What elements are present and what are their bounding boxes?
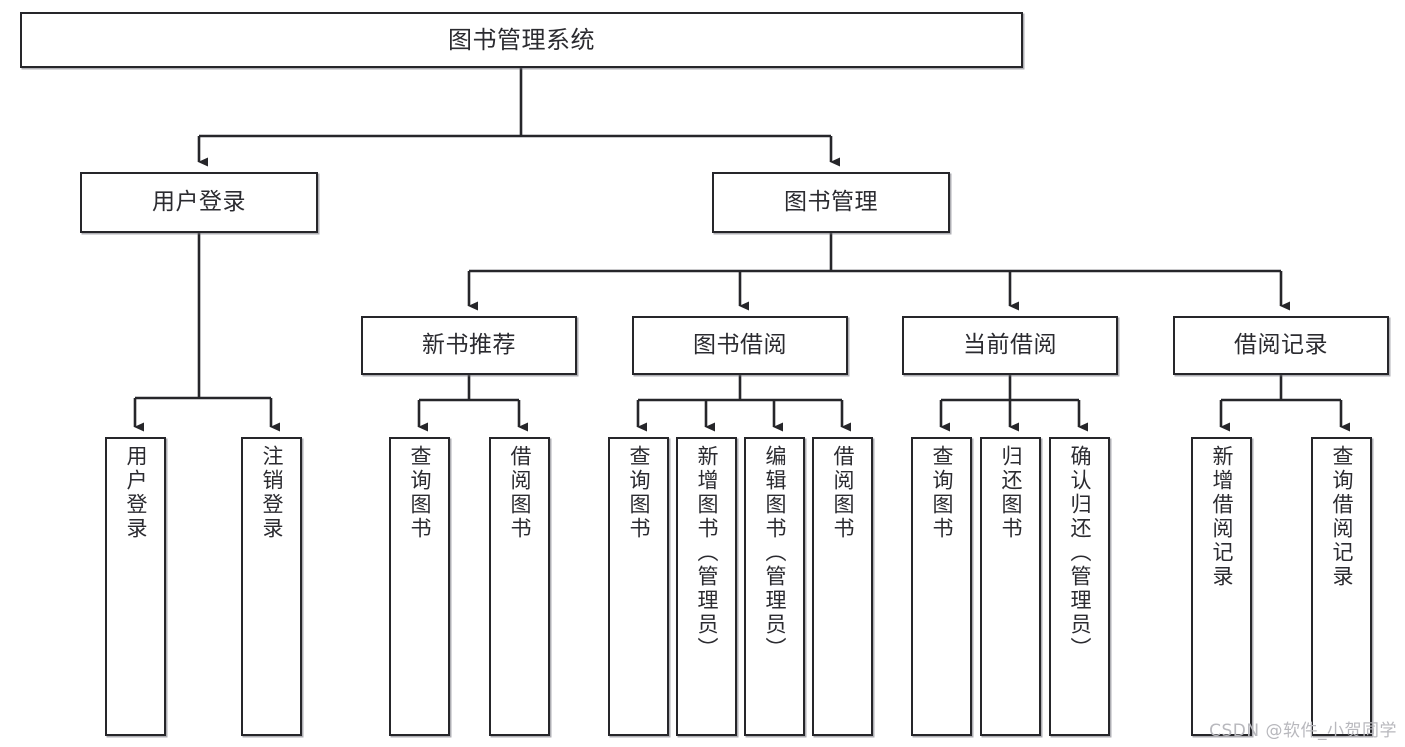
node-leaf-query-record-label: 查询借阅记录	[1330, 445, 1354, 589]
node-user-login-label: 用户登录	[152, 188, 246, 215]
node-leaf-borrow-book-1-label: 借阅图书	[508, 445, 532, 541]
node-leaf-user-login-label: 用户登录	[124, 445, 148, 541]
node-new-book-recommend[interactable]: 新书推荐	[361, 316, 577, 375]
node-book-borrow[interactable]: 图书借阅	[632, 316, 848, 375]
node-book-manage[interactable]: 图书管理	[712, 172, 950, 233]
node-current-borrow[interactable]: 当前借阅	[902, 316, 1118, 375]
node-leaf-borrow-book-1[interactable]: 借阅图书	[489, 437, 550, 736]
watermark-label: CSDN @软件_小贺同学	[1209, 721, 1397, 741]
node-borrow-record[interactable]: 借阅记录	[1173, 316, 1389, 375]
node-current-borrow-label: 当前借阅	[963, 331, 1057, 358]
node-leaf-logout-login[interactable]: 注销登录	[241, 437, 302, 736]
node-leaf-query-book-1-label: 查询图书	[408, 445, 432, 541]
node-leaf-query-record[interactable]: 查询借阅记录	[1311, 437, 1372, 736]
node-leaf-query-book-3-label: 查询图书	[930, 445, 954, 541]
node-leaf-logout-login-label: 注销登录	[260, 445, 284, 541]
node-leaf-query-book-2-label: 查询图书	[627, 445, 651, 541]
node-leaf-query-book-2[interactable]: 查询图书	[608, 437, 669, 736]
node-leaf-add-book-label: 新增图书（管理员）	[695, 445, 719, 661]
node-leaf-borrow-book-2[interactable]: 借阅图书	[812, 437, 873, 736]
node-book-borrow-label: 图书借阅	[693, 331, 787, 358]
node-leaf-add-book[interactable]: 新增图书（管理员）	[676, 437, 737, 736]
node-leaf-user-login[interactable]: 用户登录	[105, 437, 166, 736]
node-leaf-return-book[interactable]: 归还图书	[980, 437, 1041, 736]
node-root-system-label: 图书管理系统	[448, 25, 595, 54]
node-root-system[interactable]: 图书管理系统	[20, 12, 1023, 68]
node-leaf-confirm-return-label: 确认归还（管理员）	[1068, 445, 1092, 661]
node-leaf-add-record[interactable]: 新增借阅记录	[1191, 437, 1252, 736]
node-book-manage-label: 图书管理	[784, 188, 878, 215]
node-leaf-borrow-book-2-label: 借阅图书	[831, 445, 855, 541]
node-leaf-add-record-label: 新增借阅记录	[1210, 445, 1234, 589]
node-leaf-edit-book[interactable]: 编辑图书（管理员）	[744, 437, 805, 736]
node-borrow-record-label: 借阅记录	[1234, 331, 1328, 358]
node-user-login[interactable]: 用户登录	[80, 172, 318, 233]
node-leaf-confirm-return[interactable]: 确认归还（管理员）	[1049, 437, 1110, 736]
node-leaf-edit-book-label: 编辑图书（管理员）	[763, 445, 787, 661]
node-new-book-recommend-label: 新书推荐	[422, 331, 516, 358]
node-leaf-return-book-label: 归还图书	[999, 445, 1023, 541]
node-leaf-query-book-1[interactable]: 查询图书	[389, 437, 450, 736]
node-leaf-query-book-3[interactable]: 查询图书	[911, 437, 972, 736]
